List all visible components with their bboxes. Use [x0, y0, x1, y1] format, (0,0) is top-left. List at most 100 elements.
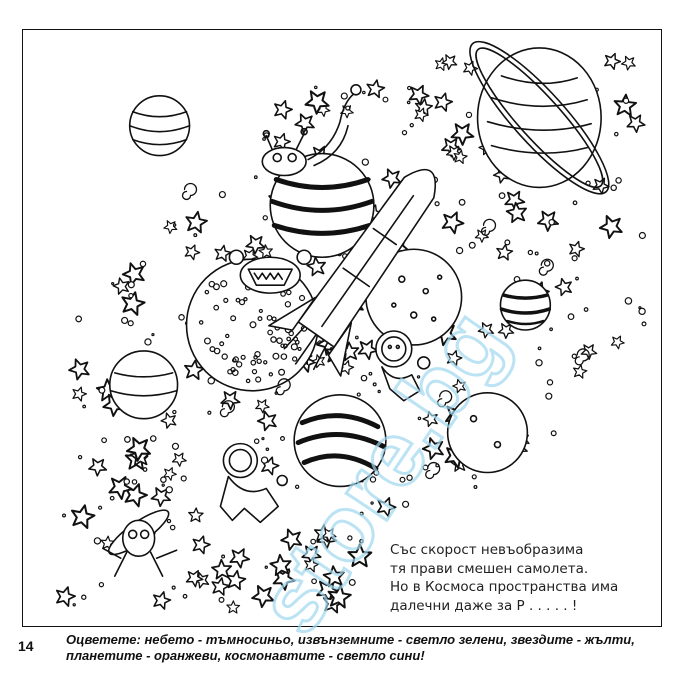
dot [347, 535, 353, 541]
dot [165, 486, 173, 494]
planet-dot [251, 368, 258, 375]
planet-dot [230, 315, 237, 322]
dot [265, 447, 270, 452]
planet-dot [285, 289, 292, 296]
dot [473, 484, 478, 489]
dot [359, 538, 364, 544]
planet-dot [213, 347, 221, 355]
dot [207, 376, 216, 385]
star-icon [438, 207, 468, 236]
dot [359, 511, 364, 516]
planet-dot [203, 337, 211, 345]
swirls [181, 182, 590, 480]
dot [458, 198, 466, 206]
dot [416, 375, 421, 379]
dot [345, 105, 351, 111]
dot [406, 474, 413, 481]
planet-dot [243, 297, 248, 302]
dot [161, 483, 165, 487]
star-icon [566, 238, 587, 259]
star-icon [252, 395, 273, 415]
star-icon [431, 89, 455, 113]
planet-dot [276, 337, 283, 344]
planet-dot [280, 343, 285, 349]
dot [534, 251, 539, 256]
planet-dot [284, 301, 292, 308]
dot [571, 353, 578, 359]
striped-planet-right [499, 279, 552, 331]
swirl-planet [293, 393, 387, 488]
planet-dot [223, 297, 229, 303]
dot [638, 231, 646, 240]
dot [406, 100, 411, 105]
instruction-line: Оцветете: небето - тъмносиньо, извънземн… [66, 632, 635, 647]
star-icon [291, 108, 320, 137]
dot [610, 184, 617, 192]
planet-dot [225, 333, 230, 339]
star-icon [161, 216, 181, 236]
poem-line: Със скорост невъобразима [390, 542, 584, 558]
dot [455, 246, 464, 255]
dot [401, 500, 410, 508]
dot [182, 593, 188, 599]
dot [567, 313, 575, 321]
star-icon [420, 407, 442, 430]
coloring-instructions: Оцветете: небето - тъмносиньо, извънземн… [66, 632, 686, 664]
astronaut-bottom [219, 442, 288, 524]
dot [93, 537, 102, 545]
dot [218, 596, 225, 603]
star-icon [169, 448, 190, 469]
dot [77, 454, 83, 460]
dot [98, 505, 103, 510]
poem-line: Но в Космоса пространства има [390, 579, 619, 595]
striped-planet-center [269, 152, 375, 259]
planet-dot [297, 346, 302, 352]
dot [75, 315, 83, 323]
dot [98, 581, 105, 588]
dot [72, 603, 76, 607]
planet-dot [286, 336, 292, 342]
planet-dot [298, 294, 306, 302]
dot [142, 467, 148, 472]
dot [193, 233, 198, 238]
star-icon [248, 579, 280, 611]
planet-dot [249, 321, 257, 329]
planet-bottom-right [446, 391, 529, 474]
star-icon [209, 575, 232, 597]
dot [82, 404, 87, 409]
dot [399, 476, 406, 483]
dot [550, 430, 557, 437]
dot [124, 436, 131, 443]
planet-dot [267, 329, 274, 336]
dot [382, 96, 389, 103]
page-number: 14 [18, 638, 34, 654]
dot [370, 501, 374, 505]
dot [160, 476, 167, 483]
star-icon [373, 493, 399, 519]
star-icon [65, 353, 95, 384]
star-icon [270, 97, 295, 121]
poem-text: Със скорост невъобразима тя прави смешен… [390, 541, 650, 615]
dot [417, 416, 422, 421]
star-icon [612, 92, 638, 117]
rocket [268, 168, 436, 377]
dot [311, 578, 317, 585]
star-icon [150, 588, 173, 611]
dot [340, 92, 348, 100]
dot [280, 436, 285, 442]
astronaut-center [375, 330, 431, 402]
planet-dot [257, 316, 263, 322]
dot [128, 292, 134, 299]
dot [261, 437, 265, 441]
dot [549, 327, 553, 332]
dot [172, 223, 177, 227]
dot [368, 371, 373, 376]
planet-dot [256, 358, 262, 364]
dot [548, 218, 555, 226]
dot [111, 281, 115, 286]
dot [434, 201, 440, 207]
planet-dot [231, 358, 237, 363]
alien-top [261, 84, 362, 177]
star-icon [364, 77, 387, 99]
dot [406, 85, 412, 91]
